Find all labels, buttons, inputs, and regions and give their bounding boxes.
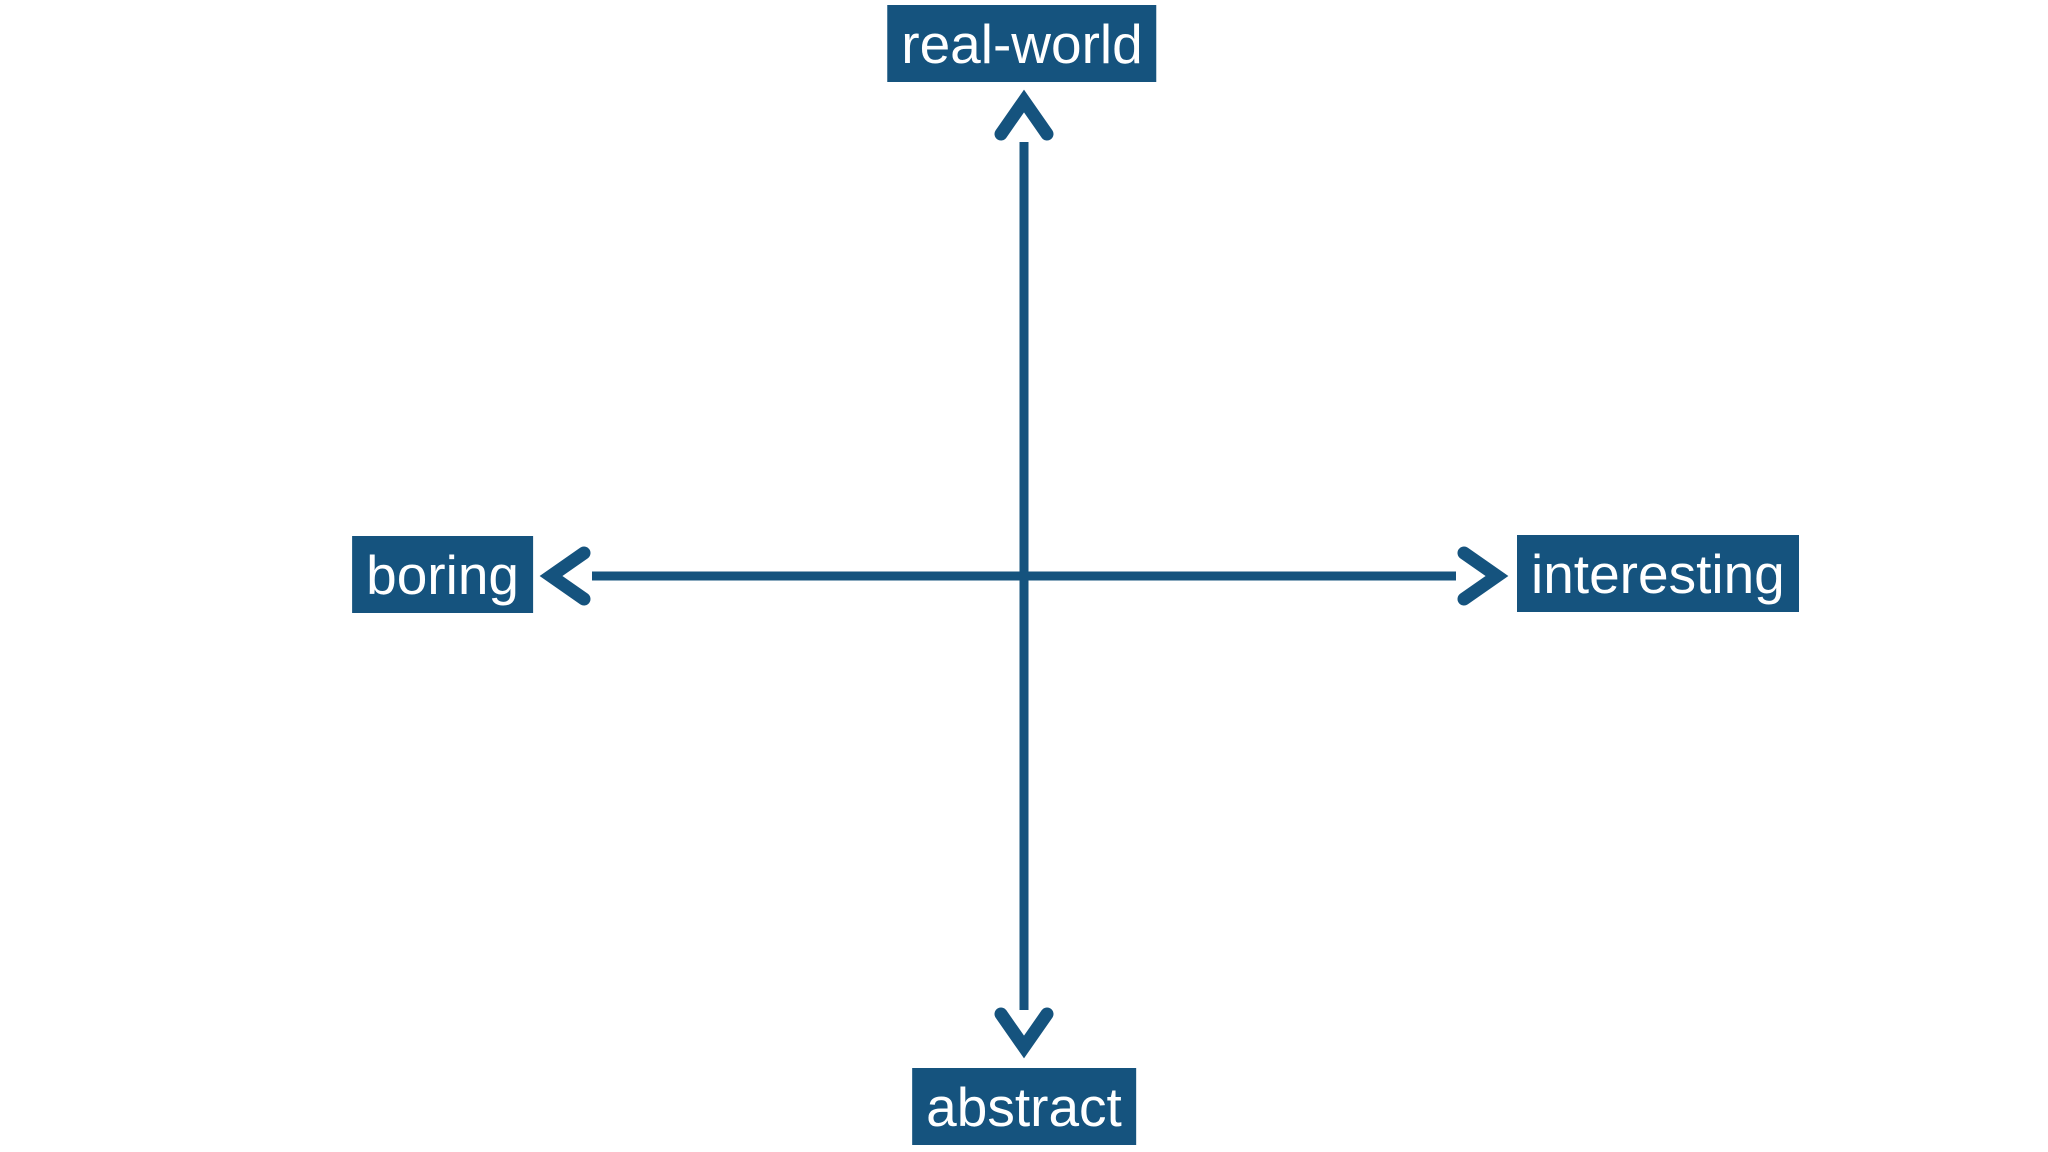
- axis-label-left: boring: [352, 536, 533, 613]
- arrow-up-icon: [994, 89, 1054, 141]
- axis-label-top: real-world: [887, 5, 1157, 82]
- axis-label-bottom: abstract: [912, 1068, 1136, 1145]
- arrow-left-icon: [539, 546, 591, 606]
- arrow-right-icon: [1457, 546, 1509, 606]
- arrow-down-icon: [994, 1007, 1054, 1059]
- axis-label-right: interesting: [1517, 535, 1799, 612]
